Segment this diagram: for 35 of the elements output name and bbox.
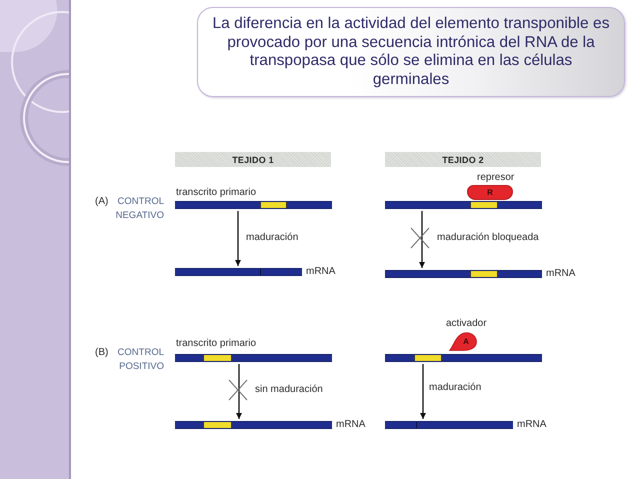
transcript-bar	[175, 201, 332, 209]
protein-letter: R	[487, 188, 493, 197]
panel-letter: (A)	[95, 196, 108, 208]
repressor-protein	[467, 185, 513, 200]
arrow	[419, 211, 425, 268]
protein-letter: A	[463, 337, 469, 346]
callout-box	[197, 7, 625, 97]
mrna-bar	[385, 270, 542, 278]
column-header-band	[385, 152, 541, 167]
protein-caption: represor	[477, 172, 514, 184]
row-label: CONTROL NEGATIVO	[114, 195, 164, 223]
bar-caption: mRNA	[546, 268, 576, 280]
mrna-bar	[175, 421, 332, 429]
protein-caption: activador	[446, 318, 487, 330]
mrna-bar	[175, 268, 302, 276]
callout-text: La diferencia en la actividad del elemento transponible es provocado por una secuencia intrónica del RNA de la transpopasa que sólo se elimina en las células germinales	[211, 15, 611, 89]
mrna-bar	[385, 421, 513, 429]
activator-protein	[449, 332, 477, 351]
bar-caption: mRNA	[306, 266, 336, 278]
arrow	[236, 364, 242, 419]
column-header: TEJIDO 1	[232, 154, 274, 164]
edge-label: maduración bloqueada	[437, 232, 539, 244]
bar-caption: transcrito primario	[176, 187, 256, 199]
column-header-band	[175, 152, 331, 167]
row-label: CONTROL POSITIVO	[116, 346, 164, 374]
transcript-bar	[175, 354, 332, 362]
transcript-bar	[385, 201, 542, 209]
bar-caption: mRNA	[336, 419, 366, 431]
transcript-bar	[385, 354, 542, 362]
bar-caption: transcrito primario	[176, 338, 256, 350]
column-header: TEJIDO 2	[442, 154, 484, 164]
bar-caption: mRNA	[517, 419, 546, 431]
arrow	[235, 211, 241, 266]
arrow	[420, 364, 426, 419]
panel-letter: (B)	[95, 347, 108, 359]
